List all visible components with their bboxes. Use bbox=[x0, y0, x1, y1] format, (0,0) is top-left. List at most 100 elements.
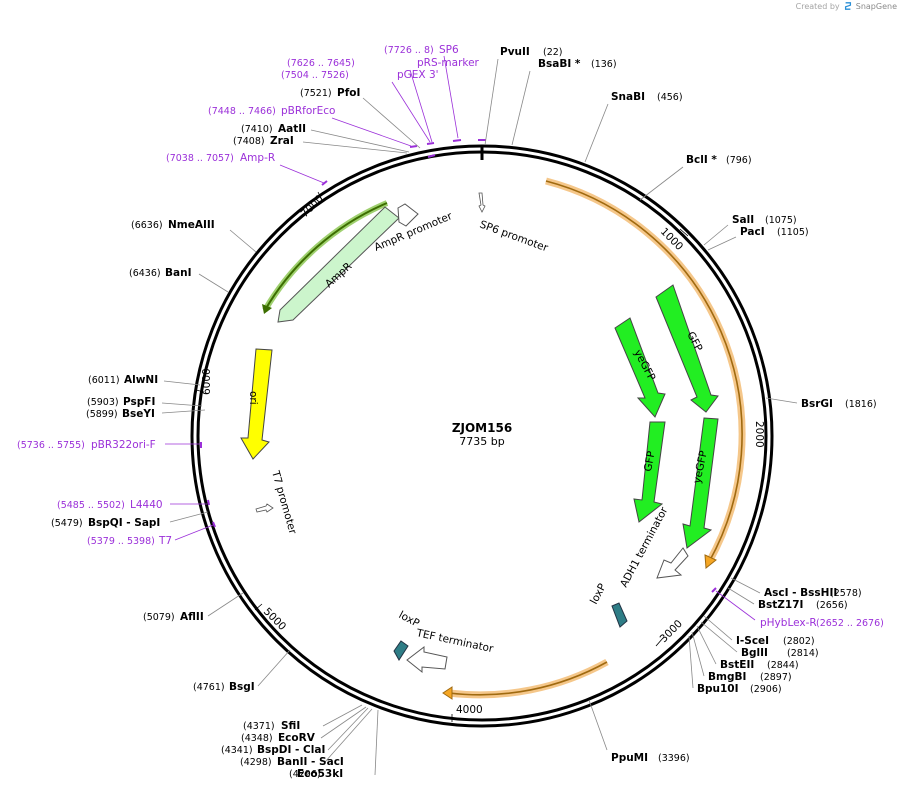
site-leader-line bbox=[688, 635, 694, 689]
site-position: (136) bbox=[591, 59, 617, 70]
primer-leader-line bbox=[331, 117, 412, 147]
site-leader-line bbox=[588, 699, 608, 751]
primer-leader-line bbox=[409, 69, 433, 143]
primer-leader-line bbox=[174, 524, 214, 541]
site-name: NmeAIII bbox=[168, 219, 215, 231]
site-leader-line bbox=[696, 625, 717, 665]
yegfp-arrow-2 bbox=[682, 417, 719, 549]
credit-brand: SnapGene bbox=[855, 2, 897, 11]
site-name: BclI * bbox=[686, 154, 717, 166]
site-position: (2802) bbox=[783, 636, 815, 647]
site-leader-line bbox=[584, 103, 609, 163]
site-name: AflII bbox=[180, 611, 204, 623]
site-position: (4761) bbox=[193, 682, 225, 693]
site-name: PvuII bbox=[500, 46, 530, 58]
site-name: BsrGI bbox=[801, 398, 833, 410]
site-position: (2844) bbox=[767, 660, 799, 671]
site-name: BsaBI * bbox=[538, 58, 581, 70]
snapgene-credit: Created by SnapGene bbox=[796, 2, 897, 11]
primer-position: (5736 .. 5755) bbox=[17, 440, 85, 451]
tick-label-2000: 2000 bbox=[753, 421, 765, 448]
primer-marks bbox=[200, 139, 717, 593]
orange-arc-right-head bbox=[704, 554, 717, 569]
site-leader-line bbox=[198, 273, 229, 293]
site-name: Eco53kI bbox=[297, 768, 343, 780]
site-leader-line bbox=[320, 706, 367, 739]
site-leader-line bbox=[161, 409, 206, 414]
ampr-outer-arc-head bbox=[262, 304, 272, 314]
site-leader-line bbox=[374, 709, 379, 776]
tick-label-7000: 7000 bbox=[299, 193, 326, 220]
gfp-arrow-2 bbox=[633, 421, 666, 523]
orange-arc-right bbox=[545, 180, 743, 563]
site-name: BspDI - ClaI bbox=[257, 744, 325, 756]
tick-label-4000: 4000 bbox=[456, 704, 483, 716]
ampr-promoter-arrow bbox=[397, 203, 419, 227]
primer-position: (7726 .. 8) bbox=[384, 45, 434, 56]
site-position: (6436) bbox=[129, 268, 161, 279]
site-position: (5479) bbox=[51, 518, 83, 529]
site-leader-line bbox=[700, 621, 738, 653]
tick-mark bbox=[195, 389, 205, 393]
site-name: PacI bbox=[740, 226, 765, 238]
site-leader-line bbox=[703, 224, 729, 246]
site-position: (456) bbox=[657, 92, 683, 103]
gfp-arrow-1 bbox=[655, 284, 719, 413]
primer-name: pHybLex-R bbox=[760, 617, 817, 629]
site-leader-line bbox=[730, 577, 761, 594]
site-position: (22) bbox=[543, 47, 563, 58]
site-leader-line bbox=[207, 592, 244, 617]
site-leader-line bbox=[169, 511, 209, 523]
site-leader-line bbox=[765, 397, 798, 404]
site-leader-line bbox=[257, 649, 291, 687]
site-position: (4348) bbox=[241, 733, 273, 744]
site-position: (2897) bbox=[760, 672, 792, 683]
site-name: BmgBI bbox=[708, 671, 746, 683]
site-name: PfoI bbox=[337, 87, 360, 99]
tick-label-3000: 3000 bbox=[658, 618, 685, 645]
site-leader-line bbox=[703, 615, 733, 641]
site-name: BanI bbox=[165, 267, 191, 279]
site-position: (1105) bbox=[777, 227, 809, 238]
primer-name: SP6 bbox=[439, 44, 459, 56]
site-position: (7410) bbox=[241, 124, 273, 135]
site-name: BstEII bbox=[720, 659, 754, 671]
site-leader-line bbox=[327, 707, 369, 751]
site-name: BseYI bbox=[122, 408, 155, 420]
primer-name: pGEX 3' bbox=[397, 69, 439, 81]
ampr-arrow bbox=[277, 206, 400, 323]
feature-label: ori bbox=[247, 391, 259, 405]
tick-mark bbox=[317, 191, 323, 201]
site-name: I-SceI bbox=[736, 635, 769, 647]
primer-name: pBRforEco bbox=[281, 105, 335, 117]
feature-label: SP6 promoter bbox=[478, 219, 550, 255]
site-position: (7521) bbox=[300, 88, 332, 99]
tef-terminator-arrow bbox=[406, 645, 448, 674]
primer-leader-line bbox=[391, 81, 431, 143]
feature-label: T7 promoter bbox=[269, 469, 299, 537]
ampr-outer-arc bbox=[264, 202, 388, 311]
site-position: (2814) bbox=[787, 648, 819, 659]
primer-leader-line bbox=[715, 590, 756, 621]
site-name: ZraI bbox=[270, 135, 294, 147]
primer-name: pBR322ori-F bbox=[91, 439, 156, 451]
orange-arc-bottom-head bbox=[442, 686, 453, 700]
site-position: (3396) bbox=[658, 753, 690, 764]
site-leader-line bbox=[310, 129, 410, 153]
site-position: (4371) bbox=[243, 721, 275, 732]
site-name: SfiI bbox=[281, 720, 300, 732]
site-position: (2906) bbox=[750, 684, 782, 695]
site-position: (5899) bbox=[86, 409, 118, 420]
site-position: (2656) bbox=[816, 600, 848, 611]
site-leader-line bbox=[484, 58, 499, 146]
tick-mark bbox=[655, 637, 664, 647]
sp6-promoter-arrow bbox=[478, 192, 486, 213]
site-name: SalI bbox=[732, 214, 754, 226]
site-position: (1816) bbox=[845, 399, 877, 410]
tick-mark bbox=[254, 603, 263, 611]
loxp-arrow-1 bbox=[611, 602, 628, 628]
site-leader-line bbox=[362, 97, 421, 149]
orange-arc-bottom bbox=[448, 661, 608, 696]
tick-label-6000: 6000 bbox=[201, 368, 213, 395]
